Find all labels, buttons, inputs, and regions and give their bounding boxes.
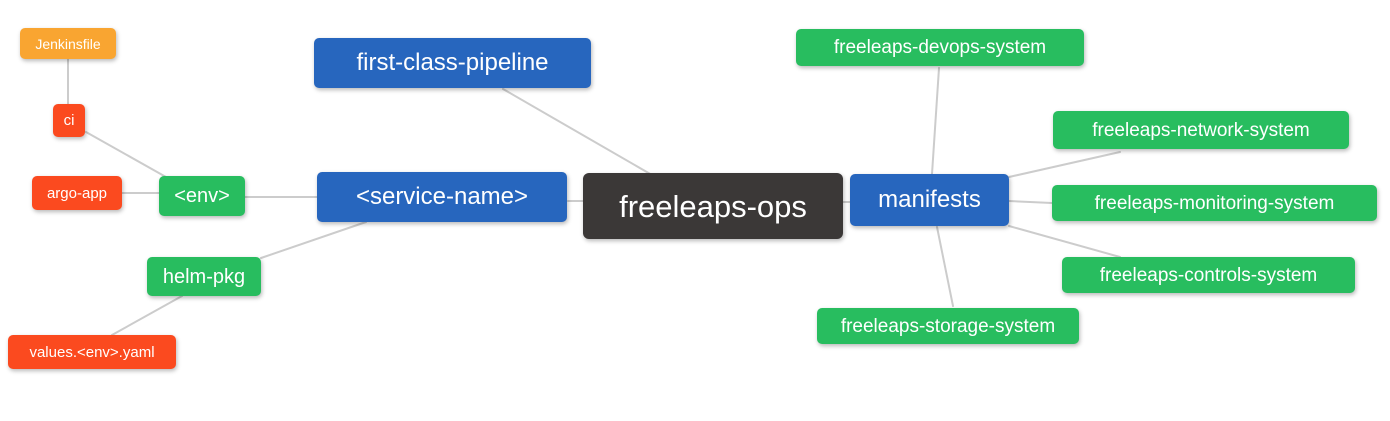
node-values-env-yaml[interactable]: values.<env>.yaml: [8, 335, 176, 369]
node-freeleaps-controls-system[interactable]: freeleaps-controls-system: [1062, 257, 1355, 293]
node-freeleaps-monitoring-system[interactable]: freeleaps-monitoring-system: [1052, 185, 1377, 221]
edge-manifests-monitoring: [1008, 200, 1053, 204]
edge-pipeline-root: [502, 88, 653, 176]
node-freeleaps-devops-system[interactable]: freeleaps-devops-system: [796, 29, 1084, 66]
edge-manifests-storage: [936, 226, 954, 307]
node-ci[interactable]: ci: [53, 104, 85, 137]
node-manifests[interactable]: manifests: [850, 174, 1009, 226]
node-env[interactable]: <env>: [159, 176, 245, 216]
node-freeleaps-ops[interactable]: freeleaps-ops: [583, 173, 843, 239]
edge-manifests-network: [1008, 151, 1121, 178]
node-argo-app[interactable]: argo-app: [32, 176, 122, 210]
node-freeleaps-storage-system[interactable]: freeleaps-storage-system: [817, 308, 1079, 344]
node-service-name[interactable]: <service-name>: [317, 172, 567, 222]
node-helm-pkg[interactable]: helm-pkg: [147, 257, 261, 296]
edge-ci-env: [85, 131, 167, 178]
edge-helm-pkg-service-name: [260, 221, 367, 259]
edge-manifests-controls: [1008, 225, 1121, 258]
node-freeleaps-network-system[interactable]: freeleaps-network-system: [1053, 111, 1349, 149]
node-jenkinsfile[interactable]: Jenkinsfile: [20, 28, 116, 59]
edge-manifests-devops: [931, 67, 940, 175]
edge-values-helm-pkg: [111, 295, 183, 336]
node-first-class-pipeline[interactable]: first-class-pipeline: [314, 38, 591, 88]
